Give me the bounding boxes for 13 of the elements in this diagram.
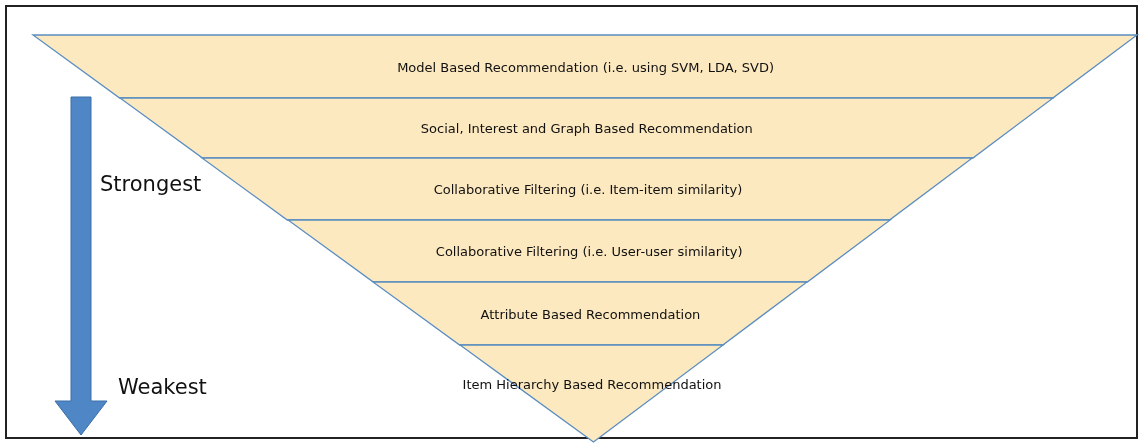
pyramid-band bbox=[287, 220, 890, 282]
pyramid-band bbox=[33, 35, 1137, 98]
band-label: Collaborative Filtering (i.e. User-user similarity) bbox=[435, 243, 743, 259]
pyramid-band bbox=[119, 98, 1053, 158]
band-label: Collaborative Filtering (i.e. Item-item similarity) bbox=[433, 181, 743, 197]
pyramid-band bbox=[459, 345, 723, 442]
pyramid-band bbox=[372, 282, 807, 345]
pyramid-band bbox=[202, 158, 973, 220]
scale-label: Strongest bbox=[100, 172, 202, 196]
scale-label: Weakest bbox=[118, 375, 207, 399]
band-label: Model Based Recommendation (i.e. using SVM, LDA, SVD) bbox=[397, 59, 775, 74]
band-label: Social, Interest and Graph Based Recommendation bbox=[420, 120, 753, 136]
band-label: Attribute Based Recommendation bbox=[480, 306, 701, 321]
